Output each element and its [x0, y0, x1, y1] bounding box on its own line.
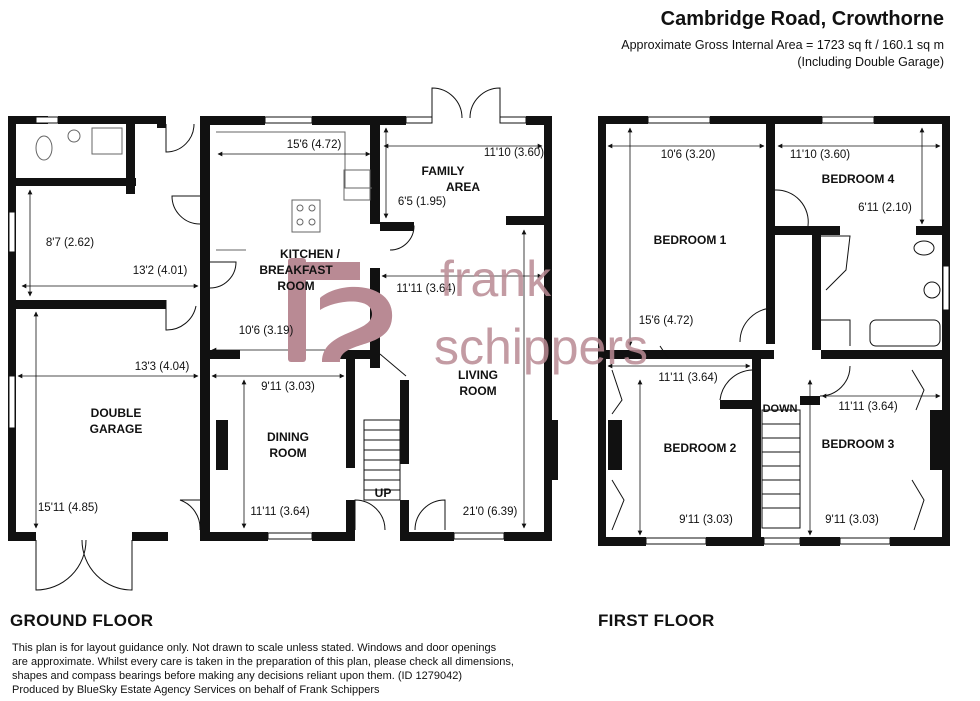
kitchen-depth-dim: 10'6 (3.19)	[239, 325, 294, 337]
kitchen-label-2: BREAKFAST	[259, 263, 333, 277]
first-floor-doors-fixtures	[611, 189, 941, 531]
garage-label-1: DOUBLE	[91, 406, 142, 420]
first-floor-walls	[598, 116, 950, 546]
family-width-dim: 11'10 (3.60)	[484, 147, 544, 159]
dining-label-2: ROOM	[269, 446, 306, 460]
ground-floor-dimension-lines	[17, 127, 543, 529]
first-floor-stairs	[761, 409, 801, 529]
bedroom-1-depth-dim: 15'6 (4.72)	[639, 315, 694, 327]
living-depth-dim: 21'0 (6.39)	[463, 506, 518, 518]
stairs-up-label: UP	[375, 486, 392, 500]
disclaimer-line-4: Produced by BlueSky Estate Agency Servic…	[12, 684, 380, 696]
brand-logo	[288, 258, 393, 362]
garage-label-2: GARAGE	[90, 422, 143, 436]
bedroom-1-label: BEDROOM 1	[654, 233, 727, 247]
bedroom-3-depth-dim: 9'11 (3.03)	[825, 514, 879, 526]
first-floor-windows	[645, 116, 950, 545]
dining-label-1: DINING	[267, 430, 309, 444]
ground-floor-label: GROUND FLOOR	[10, 611, 154, 630]
ground-floor-stairs	[363, 419, 401, 501]
bedroom-3-label: BEDROOM 3	[822, 437, 895, 451]
gross-area-text: Approximate Gross Internal Area = 1723 s…	[621, 38, 944, 52]
family-area-label-2: AREA	[446, 180, 480, 194]
kitchen-label-1: KITCHEN /	[280, 247, 341, 261]
disclaimer-text: This plan is for layout guidance only. N…	[12, 641, 572, 697]
bedroom-3-width-dim: 11'11 (3.64)	[838, 401, 897, 413]
living-label-2: ROOM	[459, 384, 496, 398]
utility-width-dim: 13'2 (4.01)	[133, 265, 188, 277]
ground-floor-walls	[8, 116, 558, 541]
first-floor-plan	[598, 116, 950, 546]
property-title: Cambridge Road, Crowthorne	[660, 8, 944, 30]
bedroom-1-width-dim: 10'6 (3.20)	[661, 149, 716, 161]
ground-floor-windows	[8, 116, 527, 540]
kitchen-units	[35, 127, 372, 251]
kitchen-label-3: ROOM	[277, 279, 314, 293]
bedroom-4-depth-dim: 6'11 (2.10)	[858, 202, 912, 214]
ground-floor-doors	[35, 87, 501, 591]
ground-floor-plan	[8, 87, 558, 591]
utility-depth-dim: 8'7 (2.62)	[46, 237, 94, 249]
first-floor-dimension-lines	[607, 127, 941, 536]
garage-width-dim: 13'3 (4.04)	[135, 361, 190, 373]
garage-depth-dim: 15'11 (4.85)	[38, 502, 98, 514]
bedroom-2-depth-dim: 9'11 (3.03)	[679, 514, 733, 526]
disclaimer-line-2: are approximate. Whilst every care is ta…	[12, 656, 514, 668]
bedroom-4-width-dim: 11'10 (3.60)	[790, 149, 850, 161]
first-floor-label: FIRST FLOOR	[598, 611, 715, 630]
area-note: (Including Double Garage)	[797, 55, 944, 69]
watermark-line-1: frank	[440, 251, 552, 307]
disclaimer-line-1: This plan is for layout guidance only. N…	[12, 642, 497, 654]
bedroom-2-width-dim: 11'11 (3.64)	[658, 372, 717, 384]
family-depth-dim: 6'5 (1.95)	[398, 196, 446, 208]
bedroom-4-label: BEDROOM 4	[822, 172, 895, 186]
living-label-1: LIVING	[458, 368, 498, 382]
watermark-line-2: schippers	[434, 319, 648, 375]
kitchen-width-dim: 15'6 (4.72)	[287, 139, 342, 151]
family-area-label-1: FAMILY	[422, 164, 465, 178]
living-width-dim: 11'11 (3.64)	[396, 283, 455, 295]
stairs-down-label: DOWN	[763, 403, 798, 415]
bedroom-2-label: BEDROOM 2	[664, 441, 737, 455]
dining-width-dim: 9'11 (3.03)	[261, 381, 315, 393]
disclaimer-line-3: shapes and compass bearings before makin…	[12, 670, 463, 682]
dining-depth-dim: 11'11 (3.64)	[250, 506, 309, 518]
